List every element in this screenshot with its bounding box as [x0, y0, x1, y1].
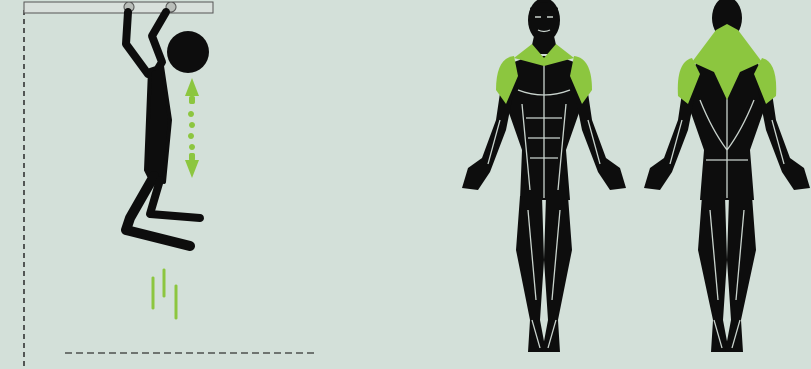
vertical-double-arrow-icon: [185, 78, 199, 178]
anatomy-back-view: [644, 0, 810, 352]
anatomy-front-view: [462, 0, 626, 352]
pullup-bar: [24, 2, 213, 13]
hanging-figure-icon: [126, 12, 209, 246]
impact-lines-icon: [153, 270, 176, 318]
